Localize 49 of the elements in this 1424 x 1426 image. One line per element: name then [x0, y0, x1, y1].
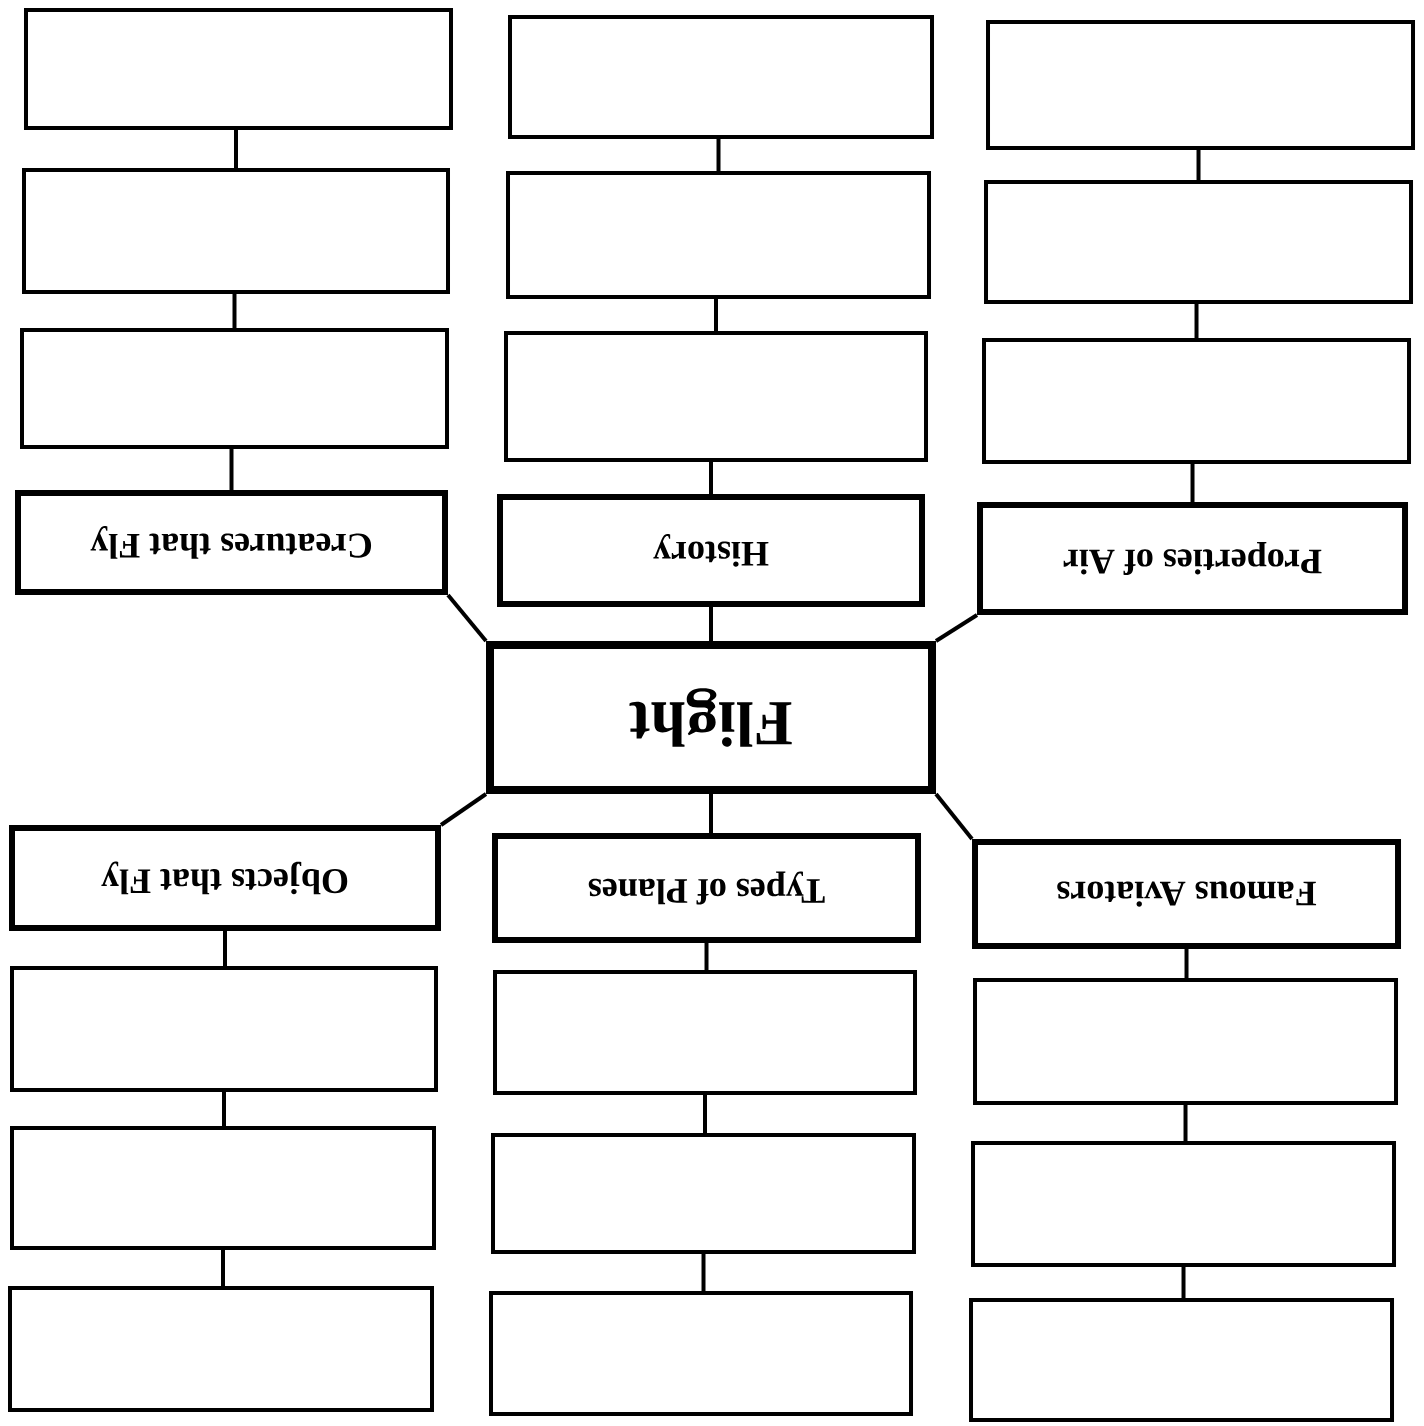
answer-box — [506, 171, 931, 299]
answer-box — [982, 338, 1411, 464]
answer-box — [10, 1126, 436, 1250]
answer-box — [491, 1133, 916, 1254]
answer-box — [986, 20, 1415, 150]
connector-line — [934, 792, 974, 841]
connector-line — [1184, 949, 1189, 978]
connector-line — [234, 130, 238, 168]
answer-box — [493, 970, 917, 1095]
category-box: Objects that Fly — [9, 825, 441, 931]
connector-line — [222, 1092, 226, 1126]
answer-box — [489, 1291, 913, 1416]
category-box: Creatures that Fly — [15, 490, 448, 595]
connector-line — [709, 794, 713, 833]
connector-line — [1190, 464, 1195, 502]
category-box: Famous Aviators — [972, 839, 1401, 949]
connector-line — [714, 299, 718, 331]
connector-line — [704, 943, 709, 970]
connector-line — [1183, 1105, 1188, 1141]
connector-line — [934, 613, 979, 643]
answer-box — [22, 168, 450, 294]
connector-line — [1181, 1267, 1186, 1298]
topic-box: Flight — [486, 641, 936, 794]
answer-box — [971, 1141, 1396, 1267]
connector-line — [703, 1095, 707, 1133]
answer-box — [10, 966, 438, 1092]
connector-line — [446, 593, 488, 643]
connector-line — [709, 607, 713, 641]
connector-line — [709, 462, 713, 494]
answer-box — [24, 8, 453, 130]
connector-line — [1196, 150, 1201, 180]
connector-line — [439, 792, 488, 827]
answer-box — [984, 180, 1413, 304]
answer-box — [969, 1298, 1394, 1422]
category-box: Types of Planes — [492, 833, 921, 943]
answer-box — [973, 978, 1398, 1105]
answer-box — [504, 331, 928, 462]
connector-line — [223, 931, 227, 966]
answer-box — [8, 1286, 434, 1412]
connector-line — [701, 1254, 706, 1291]
answer-box — [20, 328, 449, 449]
answer-box — [508, 15, 934, 139]
connector-line — [232, 294, 237, 328]
connector-line — [716, 139, 721, 171]
connector-line — [229, 449, 234, 490]
category-box: History — [497, 494, 925, 607]
connector-line — [1194, 304, 1199, 338]
category-box: Properties of Air — [977, 502, 1408, 615]
connector-line — [221, 1250, 225, 1286]
